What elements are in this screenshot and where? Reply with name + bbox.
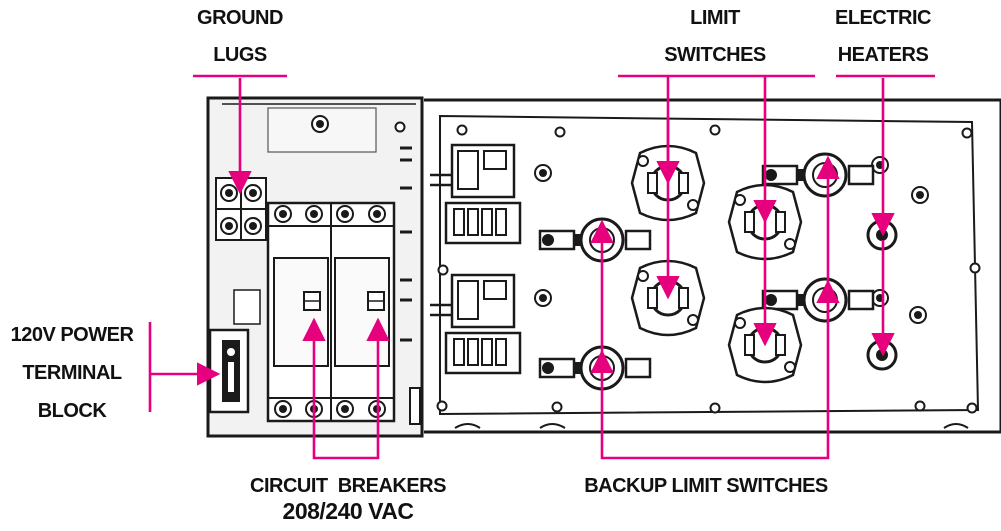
callout-lines xyxy=(148,74,935,460)
ground-lugs-label-line1: GROUND xyxy=(197,7,283,29)
electric-heaters-label: ELECTRIC HEATERS xyxy=(820,8,946,65)
terminal-strip xyxy=(400,146,421,425)
power-terminal-label-line2: TERMINAL xyxy=(22,362,122,384)
limit-switches-label: LIMIT SWITCHES xyxy=(650,8,780,65)
ground-lugs-label: GROUND LUGS xyxy=(190,8,290,65)
circuit-breakers xyxy=(266,201,396,423)
backup-limit-bracket xyxy=(600,400,830,460)
circuit-breakers-voltage-label: 208/240 VAC xyxy=(282,498,414,524)
electric-heaters-label-line2: HEATERS xyxy=(837,44,929,66)
limit-switches-label-line1: LIMIT xyxy=(690,7,740,29)
circuit-breakers-label: CIRCUIT BREAKERS 208/240 VAC xyxy=(238,476,458,523)
circuit-breakers-label-line1: CIRCUIT BREAKERS xyxy=(250,475,446,497)
electric-heaters-label-line1: ELECTRIC xyxy=(835,7,932,29)
power-terminal-label-line1: 120V POWER xyxy=(10,324,134,346)
power-terminal-block-label: 120V POWER TERMINAL BLOCK xyxy=(2,325,142,421)
limit-switches-label-line2: SWITCHES xyxy=(664,44,766,66)
circuit-breakers-bracket xyxy=(312,430,380,460)
ground-lugs-label-line2: LUGS xyxy=(213,44,267,66)
backup-limit-switches-label: BACKUP LIMIT SWITCHES xyxy=(584,475,828,497)
power-terminal-label-line3: BLOCK xyxy=(37,400,107,422)
